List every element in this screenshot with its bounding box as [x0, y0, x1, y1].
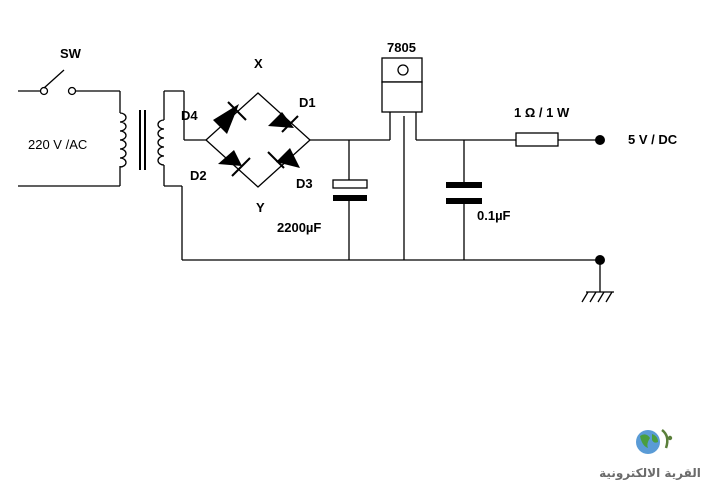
output-label: 5 V / DC	[628, 132, 678, 147]
regulator-7805	[381, 57, 423, 113]
d2-label: D2	[190, 168, 207, 183]
ground-symbol	[581, 255, 614, 303]
node-y-label: Y	[256, 200, 265, 215]
d3-label: D3	[296, 176, 313, 191]
output-terminal	[595, 135, 605, 145]
ac-input-label: 220 V /AC	[28, 137, 87, 152]
diode-d2	[218, 150, 251, 177]
diode-d4	[213, 101, 247, 134]
cap-big-label: 2200µF	[277, 220, 321, 235]
capacitor-0-1uf	[446, 182, 482, 204]
diode-d3	[267, 148, 300, 169]
bridge-rectifier	[205, 92, 311, 188]
resistor-1-ohm	[515, 132, 559, 147]
regulator-label: 7805	[387, 40, 416, 55]
cap-small-label: 0.1µF	[477, 208, 511, 223]
d4-label: D4	[181, 108, 198, 123]
transformer	[119, 91, 165, 186]
dc-bus-wiring	[182, 112, 600, 261]
sw-label: SW	[60, 46, 82, 61]
diode-d1	[268, 112, 299, 133]
secondary-wiring	[164, 90, 206, 260]
node-x-label: X	[254, 56, 263, 71]
globe-logo-icon	[636, 429, 673, 454]
d1-label: D1	[299, 95, 316, 110]
switch-sw	[43, 69, 77, 96]
ac-input-wiring	[18, 86, 121, 187]
logo-text: القرية الالكترونية	[599, 466, 701, 480]
resistor-label: 1 Ω / 1 W	[514, 105, 570, 120]
capacitor-2200uf	[332, 179, 368, 201]
